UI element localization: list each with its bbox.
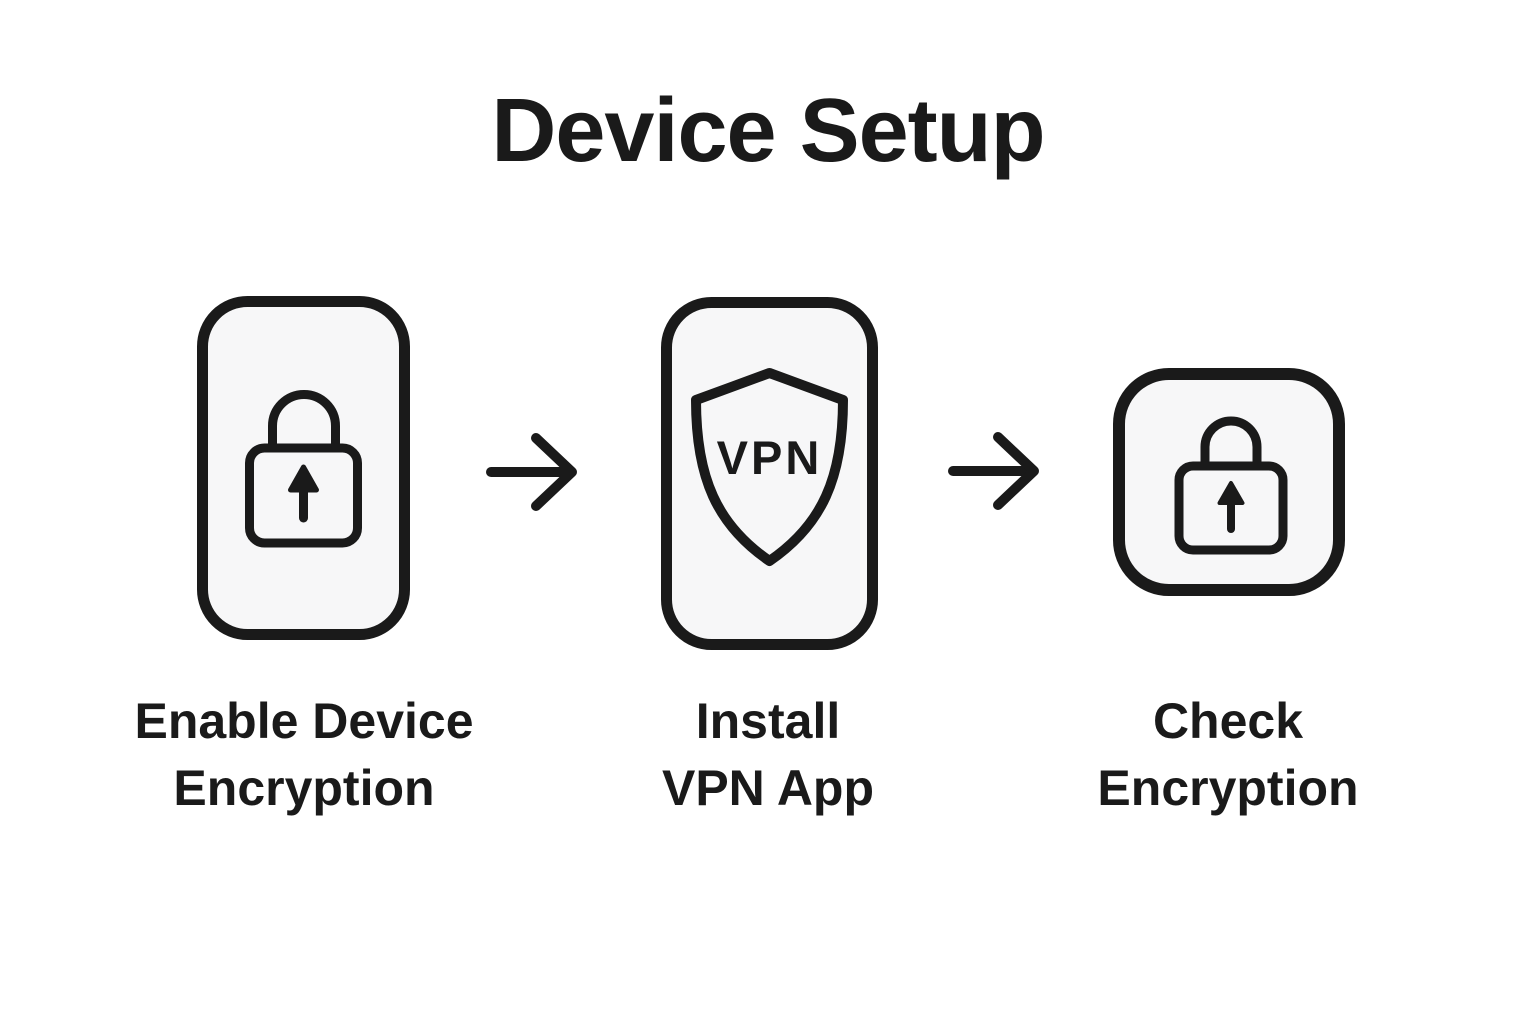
step-2-label-line-2: VPN App [661,760,875,816]
step-3-label-line-2: Encryption [1097,760,1359,816]
step-3-label: Check Encryption [948,688,1508,822]
lock-shackle [1200,416,1262,468]
arrow-head [993,432,1039,510]
arrow-right-icon [485,432,585,512]
step-3-check-encryption-icon [1113,368,1345,596]
step-2-label-line-1: Install [695,693,841,749]
shield-icon [691,368,848,566]
arrow-right-icon [948,432,1039,510]
lock-shackle [268,390,340,450]
arrow-head [531,433,577,511]
step-1-label-line-2: Encryption [173,760,435,816]
phone-lock-icon [197,296,410,640]
step-1-label-line-1: Enable Device [134,693,474,749]
page-title: Device Setup [491,81,1045,181]
step-1-label: Enable Device Encryption [24,688,584,822]
step-2-label: Install VPN App [488,688,1048,822]
step-3-label-line-1: Check [1152,693,1304,749]
arrow-right-icon [947,431,1047,511]
arrow-right-icon [486,433,577,511]
vpn-shield-text: VPN [717,431,823,484]
step-1-enable-encryption-icon [197,296,410,640]
phone-vpn-shield-icon: VPN [661,297,878,650]
step-2-install-vpn-icon: VPN [661,297,878,650]
rounded-square-lock-icon [1113,368,1345,596]
